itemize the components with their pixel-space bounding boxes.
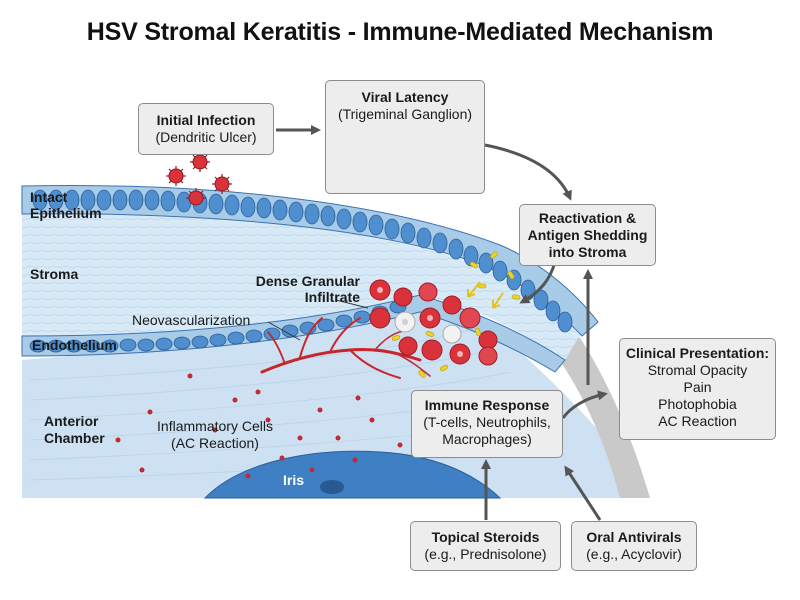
viral-latency-heading: Viral Latency [361,89,449,105]
iris-shape [203,450,502,499]
sclera-band [545,310,650,498]
oral-antivirals-text: (e.g., Acyclovir) [586,546,682,562]
initial-infection-heading: Initial Infection [156,112,256,128]
clinical-presentation-heading: Clinical Presentation: [625,345,770,361]
antigen-particle-icon [391,251,521,378]
box-initial-infection: Initial Infection (Dendritic Ulcer) [138,103,274,155]
topical-steroids-text: (e.g., Prednisolone) [424,546,547,562]
clinical-item: AC Reaction [658,413,737,429]
box-reactivation: Reactivation & Antigen Shedding into Str… [519,204,656,266]
immune-response-text: (T-cells, Neutrophils, Macrophages) [423,414,551,447]
box-oral-antivirals: Oral Antivirals (e.g., Acyclovir) [571,521,697,571]
arrow-reactivation-to-stroma [519,261,557,304]
immune-response-heading: Immune Response [424,397,550,413]
clinical-item: Photophobia [658,396,737,412]
endothelium-cells [29,300,407,353]
epithelium-cells [32,189,573,333]
box-clinical-presentation: Clinical Presentation: Stromal Opacity P… [619,338,776,440]
label-anterior-chamber: Anterior Chamber [44,413,105,446]
label-neovascularization: Neovascularization [132,312,251,328]
virus-icon [166,152,232,206]
label-inflammatory-cells: Inflammatory Cells (AC Reaction) [157,418,273,451]
flow-arrows [276,125,608,521]
arrow-antivirals-to-immune [564,465,602,521]
diagram-title: HSV Stromal Keratitis - Immune-Mediated … [86,18,714,46]
box-topical-steroids: Topical Steroids (e.g., Prednisolone) [410,521,561,571]
arrow-latency-to-reactivation [484,143,572,201]
infiltrate-cells [369,279,498,366]
viral-latency-text: (Trigeminal Ganglion) [337,106,473,122]
label-endothelium: Endothelium [32,337,117,353]
initial-infection-text: (Dendritic Ulcer) [155,129,257,145]
reactivation-heading: Reactivation & Antigen Shedding into Str… [527,210,648,260]
label-stroma: Stroma [30,266,79,282]
box-immune-response: Immune Response (T-cells, Neutrophils, M… [411,390,563,458]
box-viral-latency: Viral Latency (Trigeminal Ganglion) [325,80,485,194]
oral-antivirals-heading: Oral Antivirals [586,529,682,545]
label-dense-granular-infiltrate: Dense Granular Infiltrate [255,273,360,305]
inflammatory-cell-dots [115,373,403,479]
neovascularization-vessels [260,317,431,379]
clinical-item: Pain [683,379,712,395]
arrow-immune-to-clinical [561,390,608,419]
clinical-item: Stromal Opacity [647,362,748,378]
topical-steroids-heading: Topical Steroids [431,529,540,545]
label-iris: Iris [283,472,305,488]
label-intact-epithelium: Intact Epithelium [30,189,102,221]
